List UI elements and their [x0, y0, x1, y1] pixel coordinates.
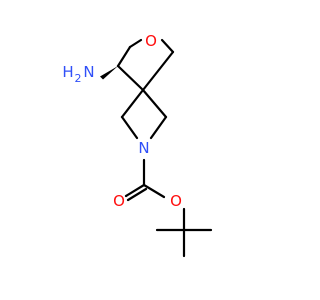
bond-lines	[116, 38, 213, 258]
bond-spiro-left	[120, 88, 145, 119]
atom-oxygen-carbonyl: O	[113, 192, 125, 210]
bond-c-top-spiro	[116, 64, 145, 92]
amine-h: H	[62, 63, 73, 81]
bond-carbonyl-o-double-2	[126, 187, 148, 202]
bond-carbonyl-o-ester	[142, 183, 166, 199]
bond-ch2-spiro	[141, 50, 175, 92]
bond-left-n	[120, 115, 139, 140]
atom-nitrogen-ring: N	[138, 139, 149, 157]
wedge-bond-amine	[100, 66, 118, 80]
atom-oxygen-ester: O	[170, 192, 182, 210]
amine-n: N	[83, 63, 94, 81]
bond-carbonyl-o-double-1	[124, 183, 146, 198]
atom-amine: H 2 N	[62, 63, 94, 85]
molecule-diagram: O N O O H 2 N	[62, 32, 213, 258]
bond-spiro-right	[141, 88, 168, 119]
bond-right-n	[149, 115, 168, 140]
amine-subscript: 2	[75, 72, 82, 85]
bond-c-o-ether	[128, 38, 143, 49]
bond-ch2-c-top	[116, 45, 132, 68]
bond-o-ch2	[160, 38, 175, 54]
atom-oxygen-ether: O	[145, 32, 157, 50]
